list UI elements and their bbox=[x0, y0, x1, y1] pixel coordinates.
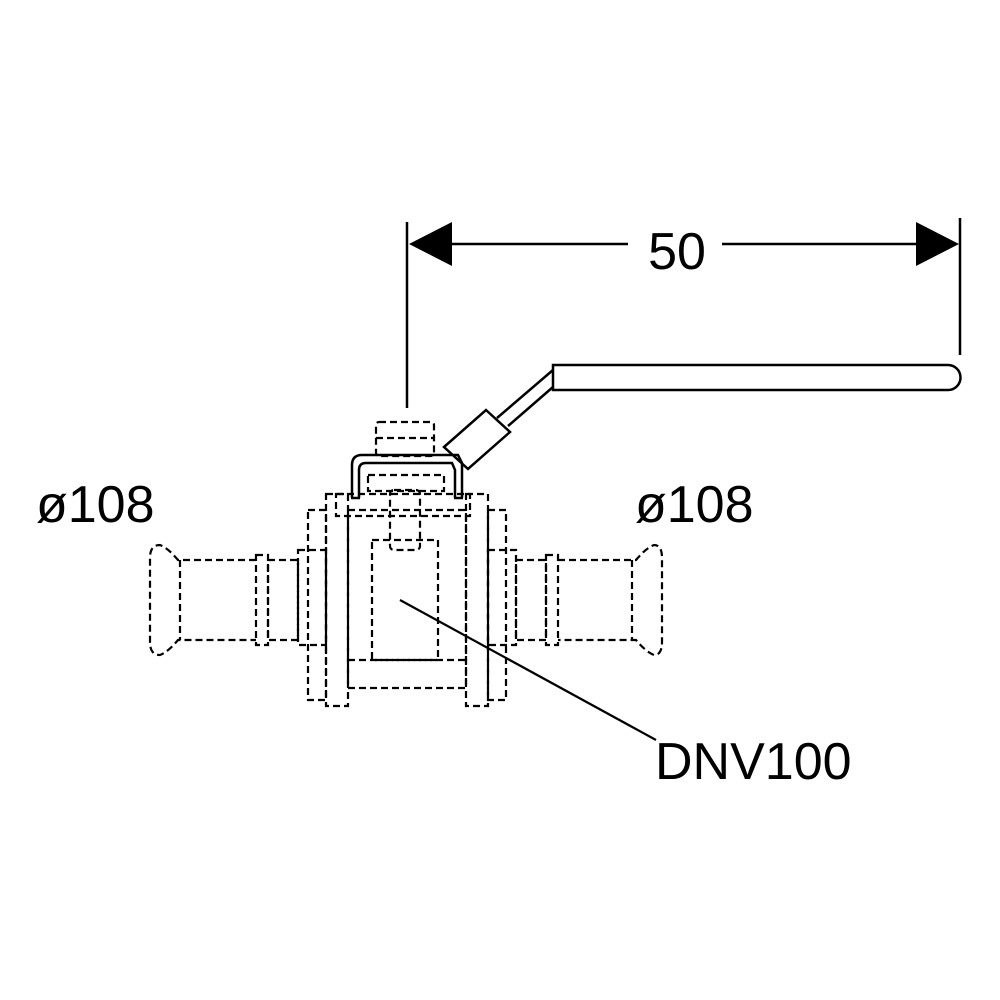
right-fitting-collar bbox=[486, 548, 518, 647]
stem-collar bbox=[366, 473, 446, 493]
main-body bbox=[346, 508, 468, 690]
stem-arm-inner bbox=[357, 461, 457, 498]
left-fitting-collar bbox=[296, 548, 328, 647]
leader-line bbox=[399, 599, 657, 741]
flange-left bbox=[324, 492, 350, 708]
left-fitting-neck bbox=[266, 558, 300, 642]
right-fitting-ring bbox=[544, 553, 560, 647]
right-fitting-neck bbox=[514, 558, 548, 642]
packing bbox=[334, 492, 472, 518]
flange-right-outer bbox=[486, 508, 508, 702]
dimension-group: 50 bbox=[405, 218, 962, 408]
left-fitting-ring bbox=[254, 553, 270, 647]
left-fitting-group bbox=[148, 543, 328, 657]
left-fitting-socket bbox=[148, 543, 256, 657]
right-fitting-socket bbox=[558, 543, 664, 657]
right-fitting-group bbox=[486, 543, 664, 657]
stem-shaft bbox=[388, 488, 422, 552]
left-diameter-label: ø108 bbox=[36, 476, 155, 534]
dimension-label: 50 bbox=[648, 223, 706, 281]
part-code-label: DNV100 bbox=[655, 733, 852, 791]
ball-chamber bbox=[370, 538, 440, 662]
lever-sleeve bbox=[442, 408, 512, 471]
flange-right bbox=[464, 492, 490, 708]
dimension-arrow-left bbox=[409, 222, 452, 266]
lever-neck-lower bbox=[507, 386, 554, 427]
valve-body-group bbox=[306, 420, 508, 708]
flange-left-outer bbox=[306, 508, 328, 702]
dimension-arrow-right bbox=[916, 222, 959, 266]
lever-neck-upper bbox=[496, 369, 554, 419]
right-diameter-label: ø108 bbox=[635, 476, 754, 534]
lever-grip bbox=[551, 363, 962, 392]
